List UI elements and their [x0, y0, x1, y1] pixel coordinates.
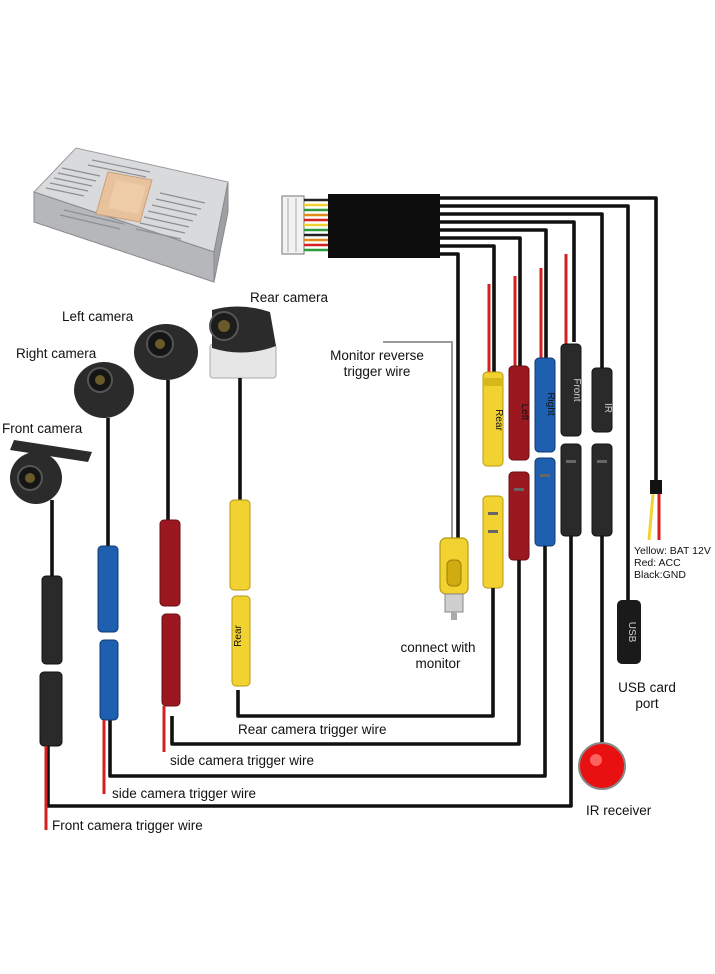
plug-label-right: Right — [545, 392, 556, 416]
rear-camera — [209, 306, 277, 500]
right-camera — [74, 362, 134, 546]
connect-monitor-line-2: monitor — [415, 656, 461, 671]
plug-label-usb: USB — [626, 622, 637, 643]
right-camera-label: Right camera — [16, 346, 97, 361]
monitor-reverse-label: Monitor reverse trigger wire — [322, 348, 432, 380]
camera-plug-front — [39, 575, 63, 830]
left-camera-label: Left camera — [62, 309, 134, 324]
harness-connector — [281, 194, 440, 258]
monitor-reverse-line-2: trigger wire — [343, 364, 411, 379]
camera-plug-label-rear: Rear — [233, 624, 244, 646]
plug-label-rear: Rear — [493, 409, 504, 431]
ir-receiver — [578, 536, 626, 790]
left-camera — [134, 324, 198, 520]
rear-trigger-label: Rear camera trigger wire — [238, 722, 387, 737]
usb-port-line-2: port — [635, 696, 659, 711]
power-black-label: Black:GND — [634, 569, 686, 581]
power-yellow-label: Yellow: BAT 12V — [634, 545, 711, 557]
harness-plug-left: Left — [508, 365, 530, 461]
power-wires — [647, 480, 662, 541]
monitor-reverse-line-1: Monitor reverse — [330, 348, 424, 363]
control-box — [33, 147, 229, 283]
harness-plug-right: Right — [534, 357, 556, 453]
harness-cables — [440, 196, 658, 600]
camera-plug-right — [97, 545, 119, 794]
trigger-wire-runs — [46, 536, 573, 808]
connect-monitor-label: connect with monitor — [388, 640, 488, 672]
usb-port-label: USB card port — [604, 680, 690, 712]
side-trigger-label-2: side camera trigger wire — [112, 786, 257, 801]
harness-mate-plugs — [482, 443, 613, 589]
front-camera — [10, 440, 92, 576]
rear-camera-label: Rear camera — [250, 290, 329, 305]
harness-plug-ir: IR — [591, 367, 613, 433]
ir-receiver-label: IR receiver — [586, 803, 652, 818]
side-trigger-label-1: side camera trigger wire — [170, 753, 315, 768]
usb-port-line-1: USB card — [618, 680, 676, 695]
plug-label-front: Front — [571, 378, 582, 402]
usb-plug: USB — [617, 600, 641, 664]
monitor-rca-connector — [439, 537, 469, 620]
plug-label-ir: IR — [602, 403, 613, 413]
connect-monitor-line-1: connect with — [400, 640, 476, 655]
harness-plug-front: Front — [560, 343, 582, 437]
camera-plug-left — [159, 519, 181, 752]
monitor-reverse-wire — [383, 341, 453, 540]
power-red-label: Red: ACC — [634, 557, 681, 569]
plug-label-left: Left — [519, 404, 530, 421]
harness-red-wires — [487, 254, 568, 372]
harness-plug-rear: Rear — [482, 371, 504, 467]
camera-plug-rear: Rear — [229, 499, 251, 687]
front-camera-label: Front camera — [2, 421, 83, 436]
power-wire-legend: Yellow: BAT 12V Red: ACC Black:GND — [634, 545, 711, 581]
front-trigger-label: Front camera trigger wire — [52, 818, 203, 833]
